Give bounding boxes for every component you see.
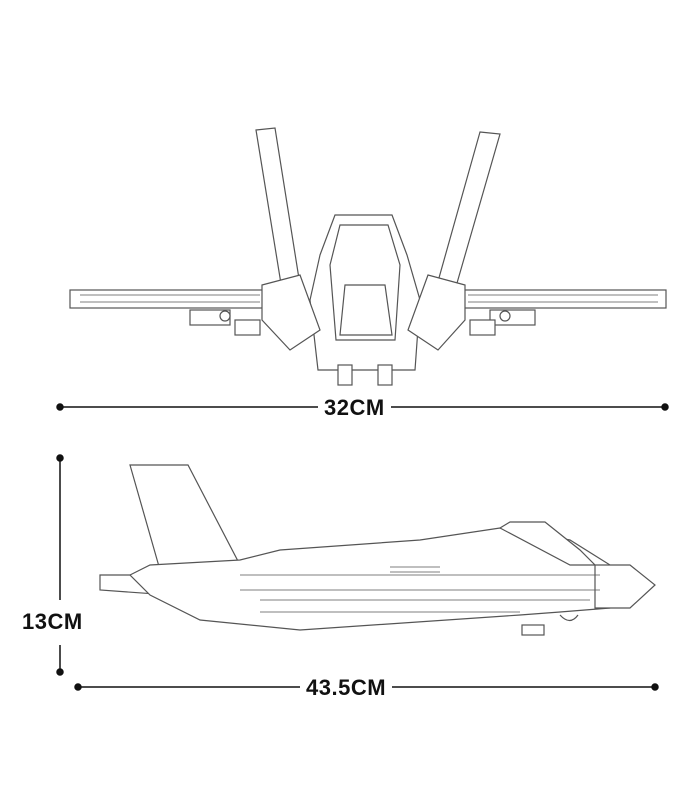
front-view-jet (69, 127, 667, 386)
landing-gear (521, 624, 545, 636)
height-dimension-line (56, 454, 64, 676)
right-tail-fin (436, 131, 501, 291)
left-tail-fin (255, 127, 301, 291)
length-label: 43.5CM (300, 675, 393, 701)
right-wing (457, 289, 667, 309)
left-intake (261, 274, 321, 351)
nose (594, 564, 656, 609)
left-wing (69, 289, 271, 309)
height-label: 13CM (22, 609, 83, 635)
right-intake (407, 274, 466, 351)
width-label: 32CM (318, 395, 391, 421)
canopy (498, 521, 597, 566)
vertical-tail (129, 464, 241, 571)
side-view-jet (99, 464, 656, 636)
